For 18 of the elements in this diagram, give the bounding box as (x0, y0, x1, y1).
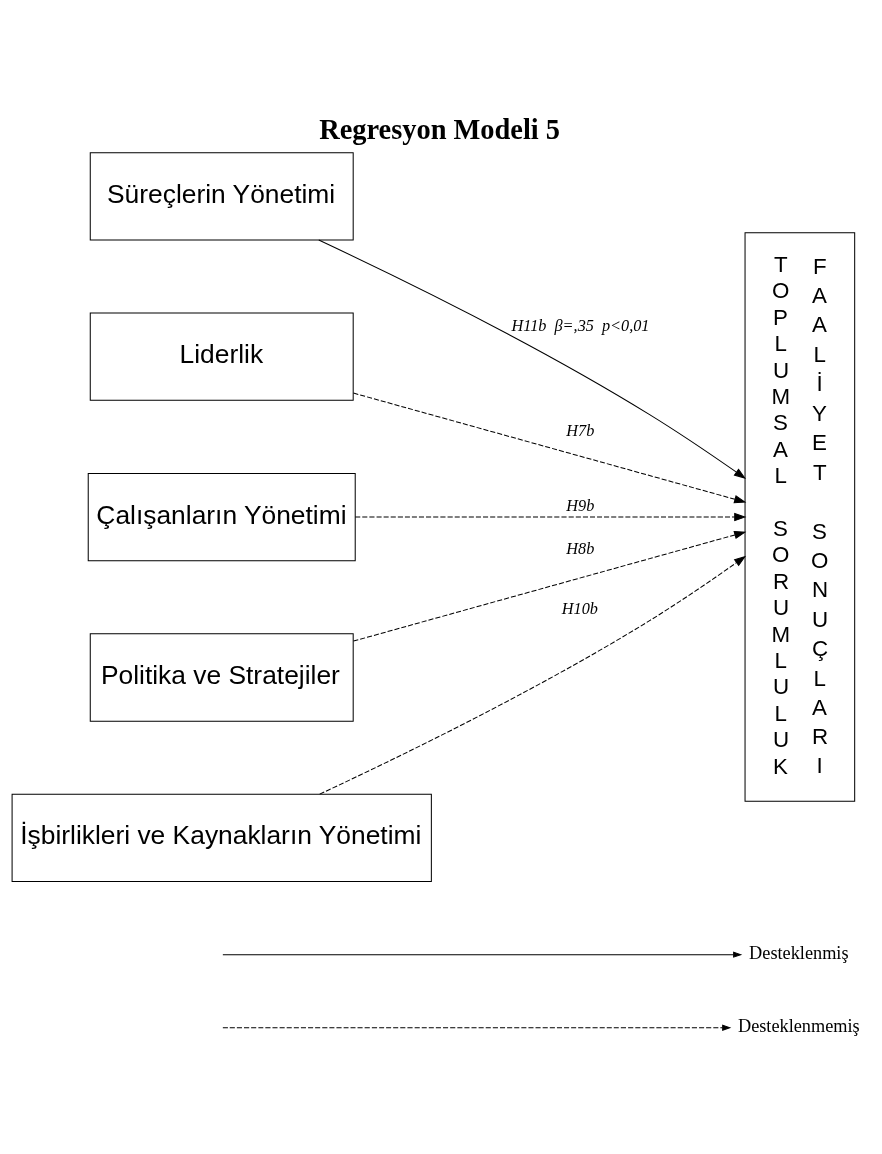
arrow (318, 239, 747, 479)
edge-label: H7b (566, 421, 595, 440)
edge-label: H9b (566, 496, 595, 515)
arrow (352, 530, 747, 642)
edge-label: H11b β=,35 p<0,01 (511, 316, 650, 335)
edge-label: H10b (561, 599, 598, 618)
diagram-title: Regresyon Modeli 5 (319, 113, 561, 145)
arrow (352, 392, 747, 503)
node-box: Çalışanların Yönetimi (87, 472, 356, 561)
node-box: Politika ve Stratejiler (89, 632, 354, 722)
edge-label: H8b (566, 539, 595, 558)
node-box: Süreçlerin Yönetimi (89, 151, 354, 240)
arrow (319, 555, 747, 795)
arrow (354, 512, 747, 521)
node-box: Liderlik (89, 312, 354, 401)
legend-label: Desteklenmemiş (737, 1015, 860, 1036)
legend-label: Desteklenmiş (749, 942, 849, 963)
node-box: İşbirlikleri ve Kaynakların Yönetimi (11, 793, 432, 882)
